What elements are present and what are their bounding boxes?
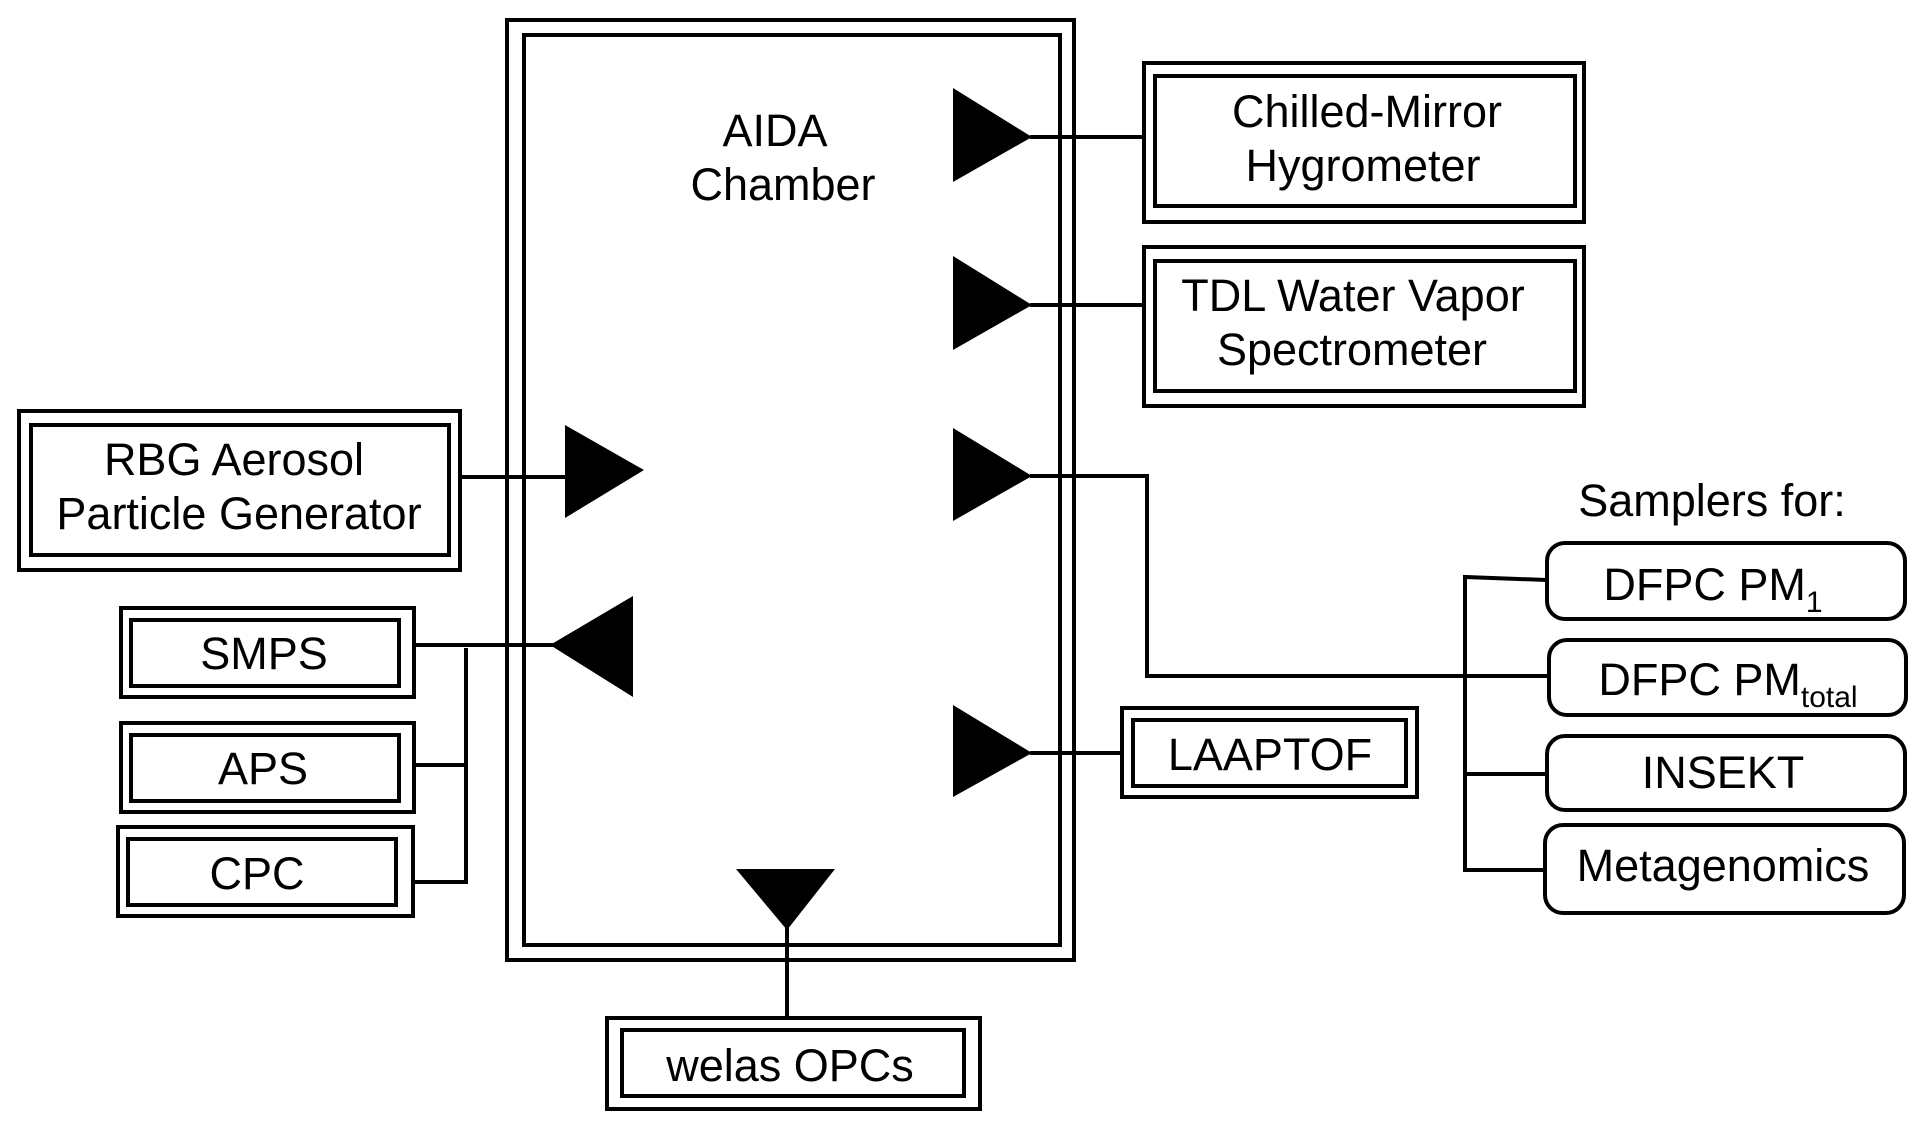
- welas-inner-box: [620, 1028, 966, 1098]
- samplers-heading: Samplers for:: [1578, 475, 1846, 526]
- tdl-outer-box: [1142, 245, 1586, 408]
- line-counters-bus: [413, 648, 468, 884]
- sampler-label-insekt: INSEKT: [1642, 747, 1805, 798]
- chamber-outer-box: [505, 18, 1076, 962]
- aps-inner-box: [129, 733, 401, 803]
- sampler-box-pm1: [1545, 541, 1907, 621]
- rbg-inner-box: [29, 423, 451, 557]
- rbg-label-line2: Particle Generator: [56, 488, 421, 539]
- chamber-inner-box: [522, 33, 1062, 947]
- line-samplers-trunk: [1030, 474, 1549, 678]
- inlet-arrow-samplers-icon: [953, 428, 1032, 521]
- chilled-mirror-outer-box: [1142, 61, 1586, 224]
- chamber-label-line1: AIDA: [722, 105, 827, 156]
- tdl-label-line2: Spectrometer: [1217, 324, 1487, 375]
- rbg-outer-box: [17, 409, 462, 572]
- inlet-arrow-rbg-icon: [565, 425, 644, 518]
- welas-outer-box: [605, 1016, 982, 1111]
- chilled-mirror-inner-box: [1153, 74, 1577, 208]
- cpc-label: CPC: [209, 848, 304, 899]
- smps-outer-box: [119, 606, 416, 699]
- inlet-arrow-tdl-icon: [953, 256, 1032, 350]
- chamber-label-line2: Chamber: [690, 159, 875, 210]
- chilled-mirror-label-line1: Chilled-Mirror: [1232, 86, 1502, 137]
- rbg-label-line1: RBG Aerosol: [104, 434, 364, 485]
- sampler-label-pm1: DFPC PM1: [1603, 559, 1822, 619]
- smps-label: SMPS: [200, 628, 328, 679]
- cpc-outer-box: [116, 825, 415, 918]
- outlet-arrow-smps-icon: [550, 596, 633, 697]
- sampler-label-pmtotal: DFPC PMtotal: [1598, 654, 1857, 714]
- inlet-arrow-chilled-mirror-icon: [953, 88, 1032, 182]
- tdl-label-line1: TDL Water Vapor: [1181, 270, 1524, 321]
- aps-outer-box: [119, 721, 416, 814]
- laaptof-inner-box: [1131, 718, 1408, 788]
- chilled-mirror-label-line2: Hygrometer: [1245, 140, 1480, 191]
- laaptof-label: LAAPTOF: [1168, 729, 1372, 780]
- line-samplers-bus: [1463, 574, 1548, 872]
- smps-inner-box: [129, 618, 401, 688]
- tdl-inner-box: [1153, 259, 1577, 393]
- inlet-arrow-welas-icon: [736, 869, 835, 930]
- welas-label: welas OPCs: [665, 1040, 914, 1091]
- inlet-arrow-laaptof-icon: [953, 705, 1032, 797]
- cpc-inner-box: [126, 837, 398, 907]
- sampler-label-metagenomics: Metagenomics: [1577, 840, 1870, 891]
- aps-label: APS: [218, 743, 308, 794]
